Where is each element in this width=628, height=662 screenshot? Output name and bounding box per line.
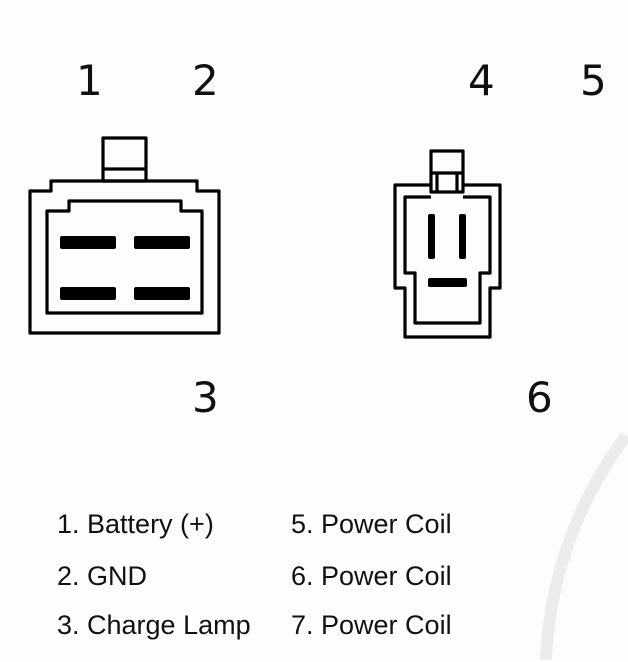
legend-item: 7. Power Coil	[291, 610, 452, 640]
legend-item: 6. Power Coil	[291, 561, 452, 591]
pin-number-6: 6	[526, 373, 553, 422]
connector-left-pins	[60, 236, 190, 300]
pin-terminal	[134, 287, 190, 300]
pin-number-4: 4	[468, 56, 495, 105]
connector-left-outer	[28, 179, 221, 335]
pin-terminal	[428, 214, 435, 259]
connector-left	[28, 136, 221, 335]
pin-terminal	[459, 214, 466, 259]
legend-item: 2. GND	[57, 561, 147, 591]
pin-terminal	[428, 278, 467, 287]
pin-number-2: 2	[192, 56, 219, 105]
connector-left-inner	[45, 199, 204, 315]
legend-item: 3. Charge Lamp	[57, 610, 251, 640]
pin-terminal	[60, 236, 116, 249]
legend-item: 1. Battery (+)	[57, 509, 214, 539]
connector-right	[393, 149, 502, 339]
pin-number-1: 1	[76, 56, 103, 105]
pin-number-5: 5	[580, 56, 607, 105]
legend-item: 5. Power Coil	[291, 509, 452, 539]
watermark-arc	[540, 432, 628, 661]
pin-number-3: 3	[192, 373, 219, 422]
connector-right-pins	[428, 214, 467, 287]
connector-left-latch	[101, 136, 148, 183]
connector-right-inner	[403, 195, 492, 325]
pin-terminal	[60, 287, 116, 300]
legend: 1. Battery (+) 2. GND 3. Charge Lamp 5. …	[57, 509, 452, 640]
connector-right-outer	[393, 183, 502, 339]
pin-terminal	[134, 236, 190, 249]
